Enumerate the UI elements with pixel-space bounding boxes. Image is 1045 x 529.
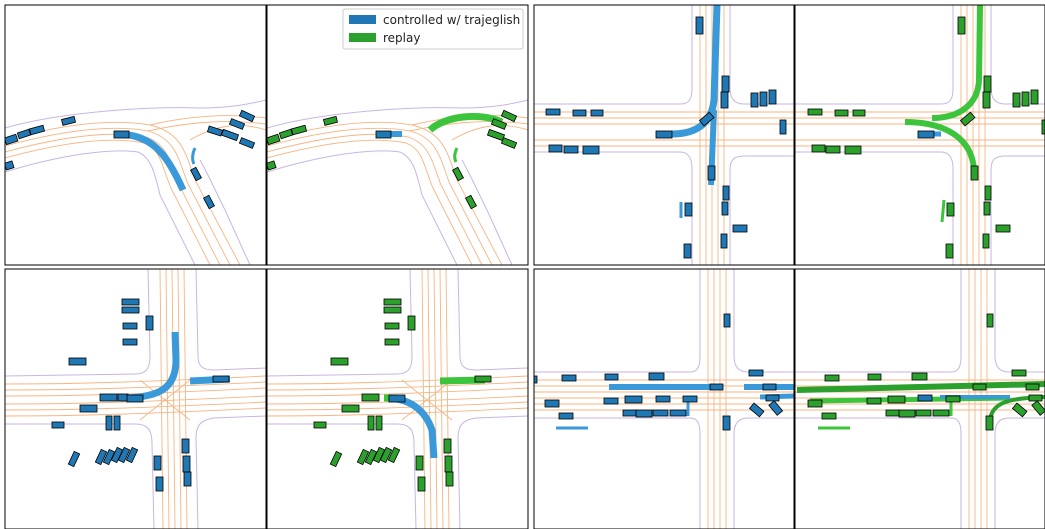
legend: controlled w/ trajeglish replay (342, 8, 524, 50)
scene-4 (533, 268, 1045, 529)
scene-3-replay-panel (266, 268, 529, 529)
road-edges (5, 99, 266, 265)
scene-1-controlled-panel (4, 4, 267, 266)
legend-swatch-replay (349, 33, 376, 42)
scene-1-replay-panel: controlled w/ trajeglish replay (266, 4, 529, 266)
scene-3-controlled-panel (4, 268, 267, 529)
legend-swatch-controlled (349, 15, 376, 24)
scene-2 (533, 4, 1045, 266)
scene-4-controlled-panel (533, 268, 795, 529)
scene-3 (4, 268, 529, 529)
replay-vehicles (267, 109, 518, 210)
controlled-vehicles (5, 109, 256, 210)
scene-4-replay-panel (794, 268, 1045, 529)
scene-2-controlled-panel (533, 4, 795, 266)
legend-label-controlled: controlled w/ trajeglish (383, 13, 520, 27)
replay-agent-path (796, 381, 1045, 393)
scene-2-replay-panel (794, 4, 1045, 266)
replay-agent-path (931, 5, 983, 121)
legend-label-replay: replay (383, 31, 420, 45)
scene-1: controlled w/ trajeglish replay (4, 4, 529, 266)
